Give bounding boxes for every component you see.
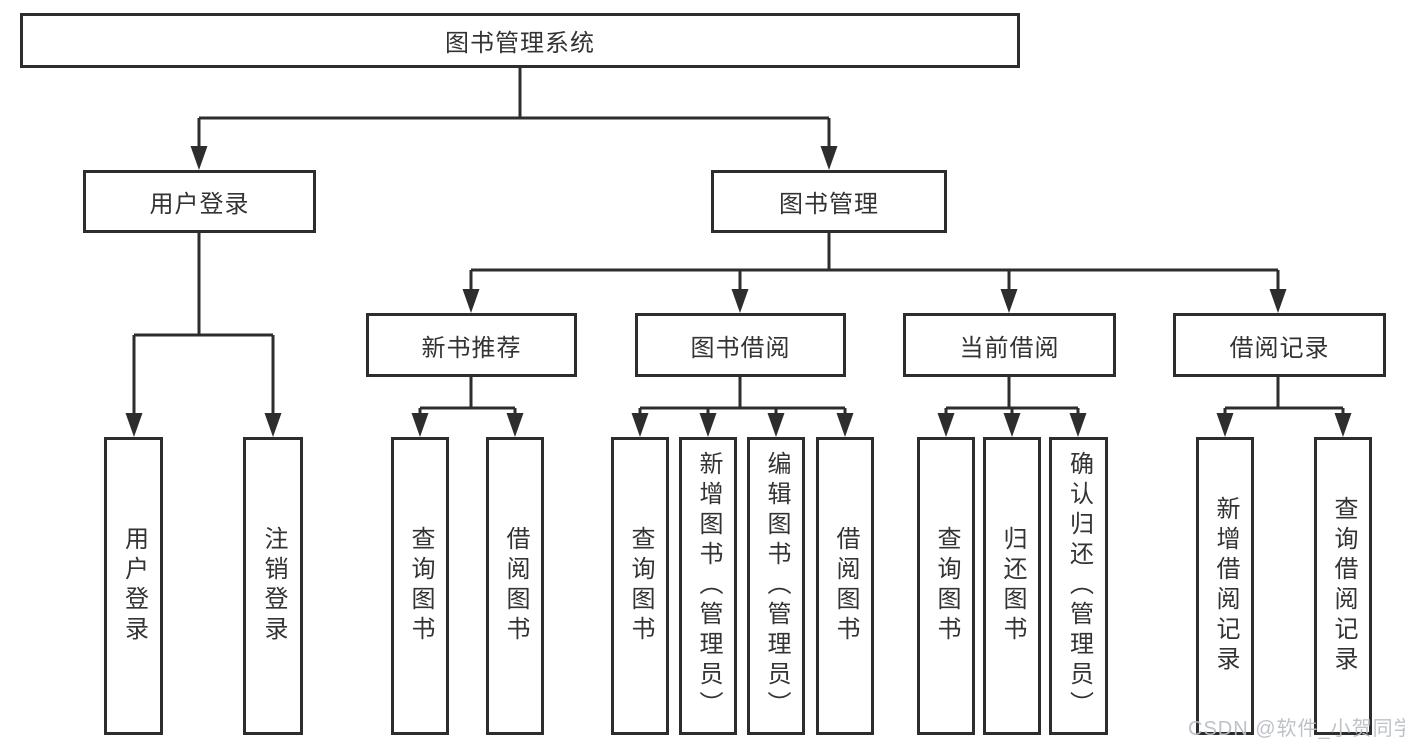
leaf-edit-books-admin-label: 编辑图书（管理员） bbox=[763, 451, 790, 721]
leaf-current-query-books-label: 查询图书 bbox=[933, 526, 960, 646]
node-book-borrowing: 图书借阅 bbox=[635, 313, 846, 377]
connector-lines bbox=[132, 68, 1345, 417]
node-user-login: 用户登录 bbox=[83, 170, 316, 233]
node-new-book-recommend: 新书推荐 bbox=[366, 313, 577, 377]
leaf-borrowing-query-books: 查询图书 bbox=[611, 437, 669, 735]
leaf-add-books-admin: 新增图书（管理员） bbox=[679, 437, 737, 735]
leaf-confirm-return-admin: 确认归还（管理员） bbox=[1049, 437, 1108, 735]
leaf-recommend-borrow-books: 借阅图书 bbox=[486, 437, 544, 735]
node-library-system-label: 图书管理系统 bbox=[445, 30, 595, 57]
leaf-return-books-label: 归还图书 bbox=[999, 526, 1026, 646]
leaf-confirm-return-admin-label: 确认归还（管理员） bbox=[1065, 451, 1093, 721]
node-book-borrowing-label: 图书借阅 bbox=[690, 334, 791, 362]
leaf-add-borrow-record: 新增借阅记录 bbox=[1196, 437, 1254, 735]
leaf-user-login: 用户登录 bbox=[104, 437, 163, 735]
leaf-borrowing-query-books-label: 查询图书 bbox=[627, 526, 654, 646]
node-borrowing-records-label: 借阅记录 bbox=[1229, 334, 1330, 362]
leaf-recommend-borrow-books-label: 借阅图书 bbox=[502, 526, 529, 646]
leaf-return-books: 归还图书 bbox=[983, 437, 1041, 735]
leaf-edit-books-admin: 编辑图书（管理员） bbox=[747, 437, 805, 735]
node-borrowing-records: 借阅记录 bbox=[1173, 313, 1386, 377]
node-current-borrowing-label: 当前借阅 bbox=[959, 334, 1060, 362]
leaf-add-books-admin-label: 新增图书（管理员） bbox=[695, 451, 722, 721]
leaf-query-borrow-record-label: 查询借阅记录 bbox=[1330, 496, 1357, 676]
leaf-user-login-label: 用户登录 bbox=[120, 526, 148, 646]
leaf-add-borrow-record-label: 新增借阅记录 bbox=[1212, 496, 1239, 676]
node-book-management-label: 图书管理 bbox=[779, 191, 879, 218]
leaf-current-query-books: 查询图书 bbox=[917, 437, 975, 735]
connector-arrowheads bbox=[125, 146, 1352, 437]
node-current-borrowing: 当前借阅 bbox=[903, 313, 1116, 377]
leaf-borrow-books-label: 借阅图书 bbox=[832, 526, 859, 646]
node-library-system: 图书管理系统 bbox=[20, 13, 1020, 68]
node-new-book-recommend-label: 新书推荐 bbox=[421, 334, 522, 362]
leaf-logout-login-label: 注销登录 bbox=[260, 526, 287, 646]
leaf-logout-login: 注销登录 bbox=[243, 437, 303, 735]
leaf-query-borrow-record: 查询借阅记录 bbox=[1314, 437, 1372, 735]
node-book-management: 图书管理 bbox=[711, 170, 947, 233]
leaf-borrow-books: 借阅图书 bbox=[816, 437, 874, 735]
leaf-recommend-query-books: 查询图书 bbox=[391, 437, 449, 735]
node-user-login-label: 用户登录 bbox=[149, 191, 250, 218]
csdn-watermark: CSDN @软件_小贺同学 bbox=[1188, 718, 1405, 740]
leaf-recommend-query-books-label: 查询图书 bbox=[407, 526, 434, 646]
